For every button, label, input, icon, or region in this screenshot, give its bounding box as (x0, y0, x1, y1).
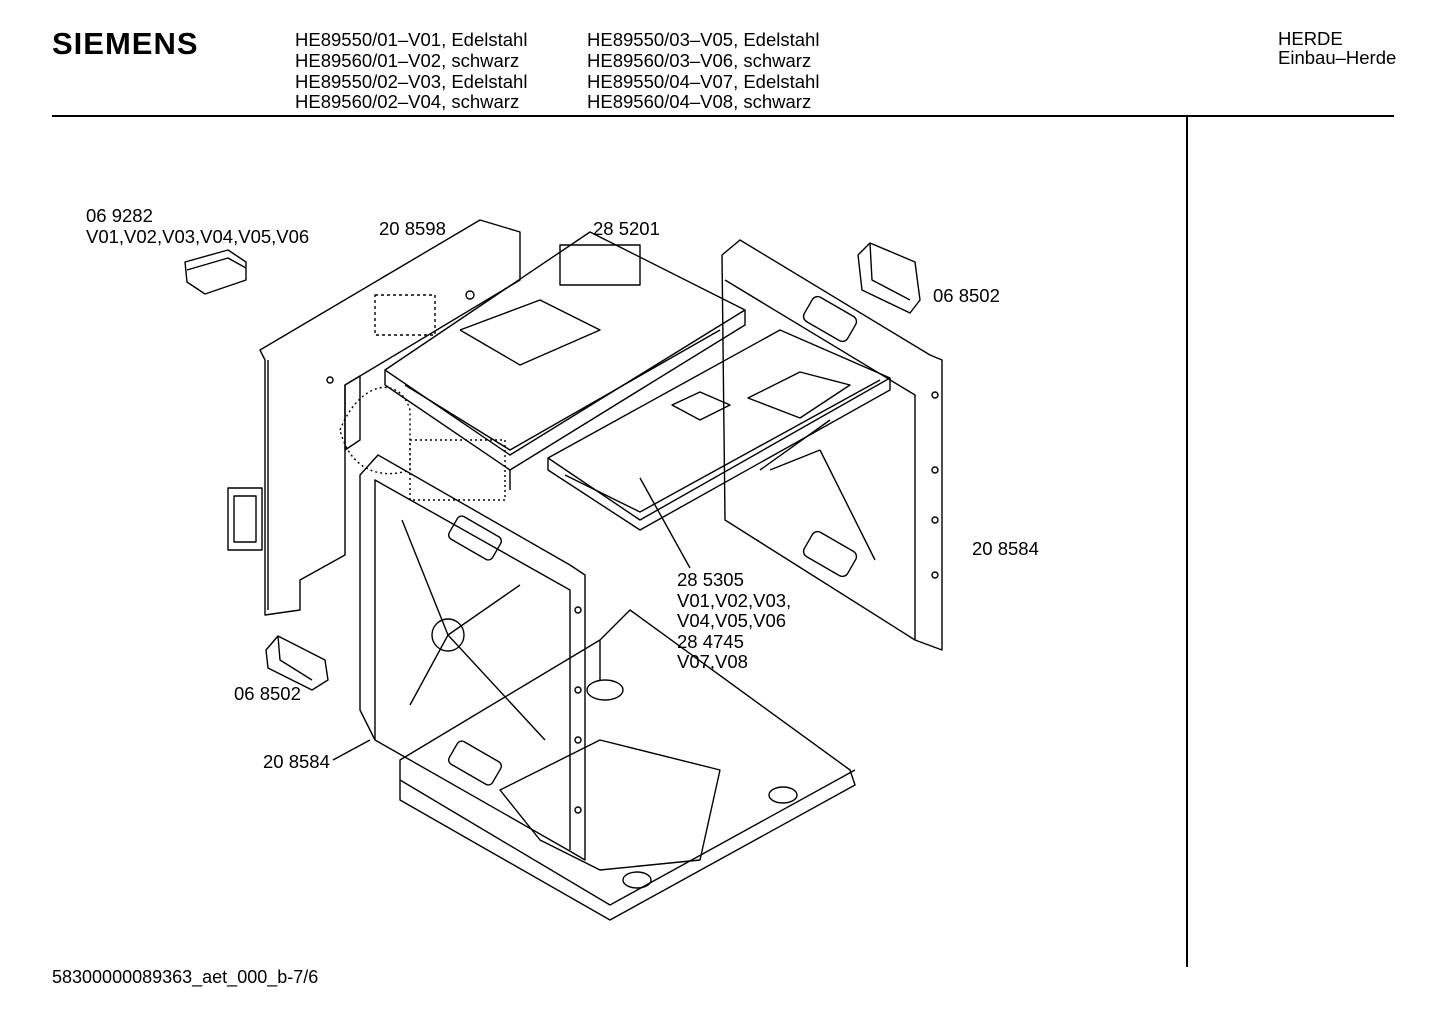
left-side-wall (227, 219, 521, 616)
part-069282 (184, 249, 247, 295)
model-entry: HE89550/02–V03, Edelstahl (295, 70, 528, 92)
part-label-068502-right: 06 8502 (933, 285, 1000, 306)
header-rule (52, 115, 1394, 117)
middle-shelf (547, 329, 891, 569)
part-068502-left (265, 635, 329, 691)
model-entry: HE89550/03–V05, Edelstahl (587, 29, 820, 50)
part-label-069282: 06 9282 V01,V02,V03,V04,V05,V06 (86, 205, 310, 247)
part-label-208584-left: 20 8584 (263, 751, 330, 772)
part-label-208584-right: 20 8584 (972, 538, 1039, 559)
front-wall-left (359, 454, 586, 861)
part-variants: V01,V02,V03, (677, 589, 792, 611)
part-label-285201: 28 5201 (593, 218, 660, 239)
leader-line (332, 739, 371, 761)
part-variants: V01,V02,V03,V04,V05,V06 (86, 225, 310, 247)
bottom-tray (399, 609, 856, 921)
category-block: HERDE Einbau–Herde (1278, 28, 1397, 68)
model-entry: HE89560/02–V04, schwarz (295, 91, 520, 113)
brand-logo: SIEMENS (52, 26, 199, 61)
model-list-2: HE89550/03–V05, Edelstahl HE89560/03–V06… (587, 29, 820, 113)
part-068502-right (857, 242, 921, 314)
category-title: HERDE (1278, 28, 1343, 49)
model-list-1: HE89550/01–V01, Edelstahl HE89560/01–V02… (295, 29, 528, 113)
model-entry: HE89550/01–V01, Edelstahl (295, 29, 528, 50)
part-number-alt: 28 4745 (677, 630, 744, 652)
right-side-wall-right (721, 239, 943, 651)
side-rule (1186, 117, 1188, 967)
part-label-285305: 28 5305 V01,V02,V03, V04,V05,V06 28 4745… (677, 569, 792, 673)
document-id: 58300000089363_aet_000_b-7/6 (52, 967, 319, 987)
part-number: 06 9282 (86, 205, 153, 226)
part-variants-alt: V07,V08 (677, 651, 748, 673)
model-entry: HE89560/04–V08, schwarz (587, 91, 812, 113)
category-subtitle: Einbau–Herde (1278, 46, 1397, 68)
part-number: 28 5305 (677, 569, 744, 590)
part-variants: V04,V05,V06 (677, 610, 787, 632)
top-panel (384, 231, 746, 501)
model-entry: HE89560/01–V02, schwarz (295, 49, 520, 71)
part-label-208598: 20 8598 (379, 218, 446, 239)
model-entry: HE89550/04–V07, Edelstahl (587, 70, 820, 92)
part-label-068502-left: 06 8502 (234, 683, 301, 704)
model-entry: HE89560/03–V06, schwarz (587, 49, 812, 71)
